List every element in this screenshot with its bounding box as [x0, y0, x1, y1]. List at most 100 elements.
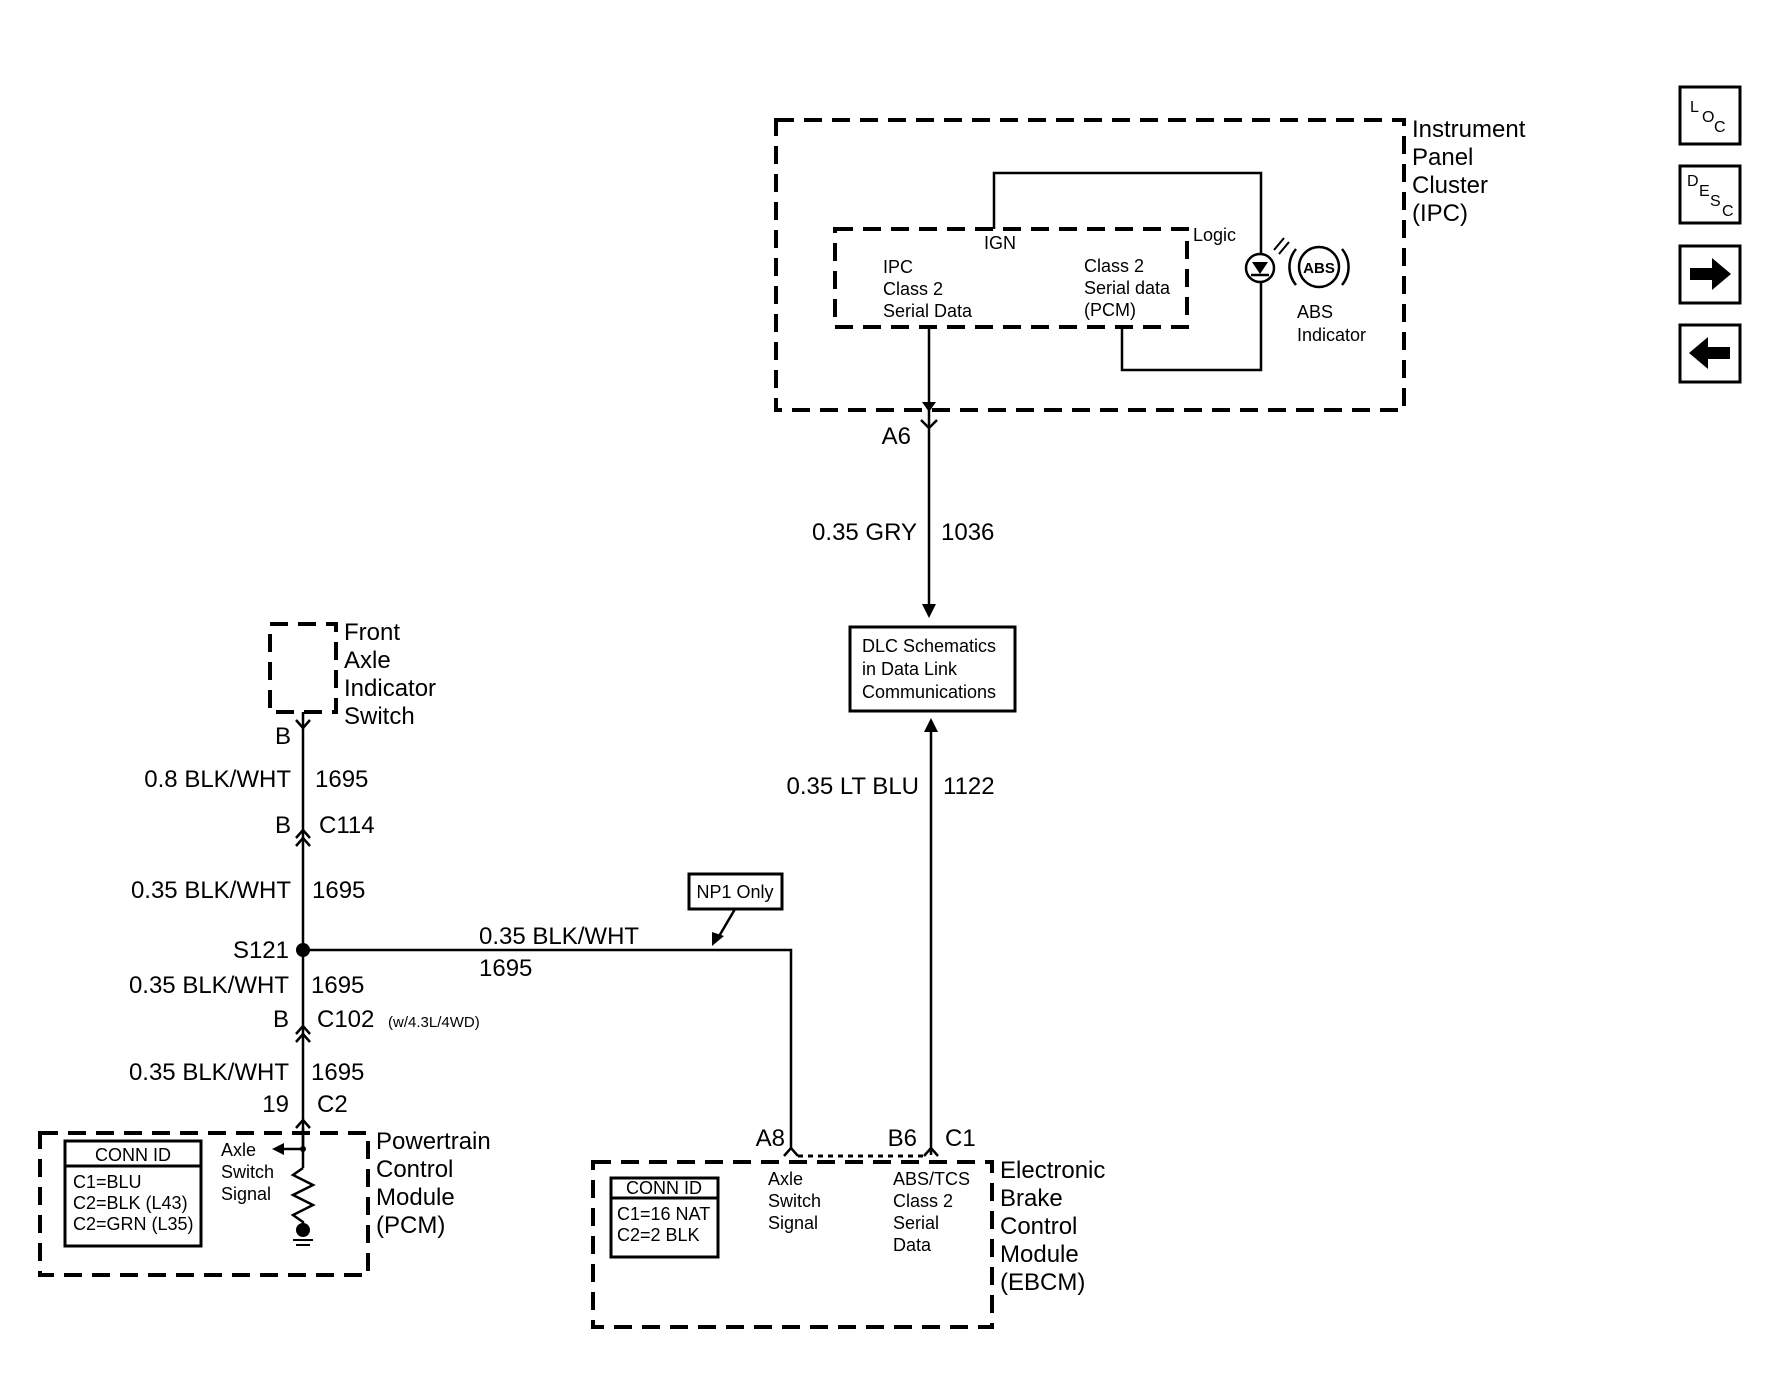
ipc-right-line: Serial data	[1084, 278, 1171, 298]
loc-letter: C	[1714, 119, 1726, 136]
abs-indicator-label: Indicator	[1297, 325, 1366, 345]
pcm-conn-line: C1=BLU	[73, 1172, 142, 1192]
arrowhead	[272, 1143, 284, 1155]
right-arrow-icon	[1690, 258, 1731, 290]
ebcm-module: Electronic Brake Control Module (EBCM) C…	[591, 1157, 1105, 1329]
ipc-name-line: Panel	[1412, 144, 1473, 171]
arrowhead	[922, 402, 936, 412]
c102-pin-label: B	[273, 1006, 289, 1033]
ipc-ign-label: IGN	[984, 233, 1016, 253]
connector-male-icon	[295, 1118, 311, 1129]
abs-symbol-text: ABS	[1303, 260, 1335, 277]
abs-indicator-label: ABS	[1297, 302, 1333, 322]
ipc-right-line: (PCM)	[1084, 300, 1136, 320]
wire-1695-circuit: 1695	[315, 766, 368, 793]
ebcm-conn-line: C2=2 BLK	[617, 1225, 700, 1245]
np1-note-box	[687, 872, 784, 911]
ipc-pin-label: A6	[882, 423, 911, 450]
pcm-boundary	[38, 1131, 370, 1277]
pcm-name-line: Control	[376, 1156, 453, 1183]
connector-male-icon	[295, 1024, 311, 1035]
pcm-conn-line: C2=BLK (L43)	[73, 1193, 188, 1213]
previous-button[interactable]	[1678, 323, 1742, 384]
wire-1122-circuit: 1122	[943, 773, 995, 800]
fas-name-line: Front	[344, 619, 400, 646]
fas-name-line: Axle	[344, 647, 391, 674]
fas-name-line: Indicator	[344, 675, 436, 702]
dlc-line: Communications	[862, 682, 996, 702]
wire-1695-label: 0.35 BLK/WHT	[131, 877, 291, 904]
wire-1036-circuit: 1036	[941, 519, 994, 546]
ipc-left-line: Serial Data	[883, 301, 973, 321]
wire-1036-label: 0.35 GRY	[812, 519, 917, 546]
ipc-name-line: Cluster	[1412, 172, 1488, 199]
wire-1695-label: 0.35 BLK/WHT	[129, 972, 289, 999]
branch-wire-label: 0.35 BLK/WHT	[479, 923, 639, 950]
ebcm-conn-id-box	[609, 1176, 720, 1259]
fas-pin-label: B	[275, 723, 291, 750]
ipc-name-line: (IPC)	[1412, 200, 1468, 227]
ebcm-name-line: Electronic	[1000, 1157, 1105, 1184]
next-button[interactable]	[1678, 244, 1742, 305]
ipc-name-line: Instrument	[1412, 116, 1526, 143]
front-axle-switch-boundary	[268, 622, 338, 714]
ebcm-a8-label: A8	[756, 1125, 785, 1152]
np1-note-label: NP1 Only	[696, 882, 773, 902]
ipc-boundary	[774, 118, 1406, 412]
ipc-module: Instrument Panel Cluster (IPC) IGN Logic…	[774, 116, 1526, 412]
pcm-conn-id-title: CONN ID	[95, 1145, 171, 1165]
connector-male-icon	[295, 1032, 311, 1043]
ebcm-axle-line: Signal	[768, 1213, 818, 1233]
ebcm-name-line: Module	[1000, 1241, 1079, 1268]
wire-1695-branch	[303, 948, 793, 1148]
ebcm-b6-label: B6	[888, 1125, 917, 1152]
connector-male-icon	[295, 836, 311, 847]
desc-letter: S	[1710, 193, 1721, 210]
ebcm-name-line: Brake	[1000, 1185, 1063, 1212]
pcm-connector-label: C2	[317, 1091, 348, 1118]
ebcm-boundary	[591, 1160, 994, 1329]
description-button[interactable]: D E S C	[1678, 164, 1742, 225]
wire-1695-circuit: 1695	[311, 1059, 364, 1086]
desc-letter: D	[1687, 173, 1699, 190]
ipc-left-line: Class 2	[883, 279, 943, 299]
location-button[interactable]: L O C	[1678, 85, 1742, 146]
pcm-name-line: Powertrain	[376, 1128, 491, 1155]
ground-icon	[293, 1223, 313, 1246]
ebcm-abs-line: Class 2	[893, 1191, 953, 1211]
wire-1695-circuit: 1695	[312, 877, 365, 904]
wire-1695-label: 0.8 BLK/WHT	[144, 766, 291, 793]
connector-female-icon	[295, 719, 311, 730]
ebcm-c1-label: C1	[945, 1125, 976, 1152]
pcm-conn-line: C2=GRN (L35)	[73, 1214, 194, 1234]
arrowhead	[712, 932, 724, 946]
fas-name-line: Switch	[344, 703, 415, 730]
loc-letter: O	[1702, 109, 1714, 126]
ipc-logic-box	[833, 227, 1189, 329]
ipc-right-line: Class 2	[1084, 256, 1144, 276]
connector-female-icon	[920, 419, 938, 430]
branch-wire-circuit: 1695	[479, 955, 532, 982]
splice-label: S121	[233, 937, 289, 964]
c102-note: (w/4.3L/4WD)	[388, 1014, 480, 1031]
pcm-module: Powertrain Control Module (PCM) CONN ID …	[38, 1128, 491, 1277]
wire-1122-label: 0.35 LT BLU	[786, 773, 919, 800]
ebcm-name-line: Control	[1000, 1213, 1077, 1240]
connector-male-icon	[295, 828, 311, 839]
pcm-name-line: Module	[376, 1184, 455, 1211]
ebcm-abs-line: ABS/TCS	[893, 1169, 970, 1189]
pcm-signal-line: Switch	[221, 1162, 274, 1182]
c114-pin-label: B	[275, 812, 291, 839]
dlc-line: DLC Schematics	[862, 636, 996, 656]
c102-label: C102	[317, 1006, 374, 1033]
desc-letter: C	[1722, 203, 1734, 220]
dlc-schematics-box	[848, 625, 1017, 713]
pcm-conn-id-box	[63, 1139, 203, 1248]
pcm-pin-label: 19	[262, 1091, 289, 1118]
abs-warning-icon: ABS	[1288, 245, 1350, 289]
ebcm-conn-id-title: CONN ID	[626, 1178, 702, 1198]
desc-letter: E	[1699, 183, 1710, 200]
wire-1695-circuit: 1695	[311, 972, 364, 999]
led-indicator-icon	[1244, 237, 1290, 284]
c114-label: C114	[319, 812, 375, 839]
